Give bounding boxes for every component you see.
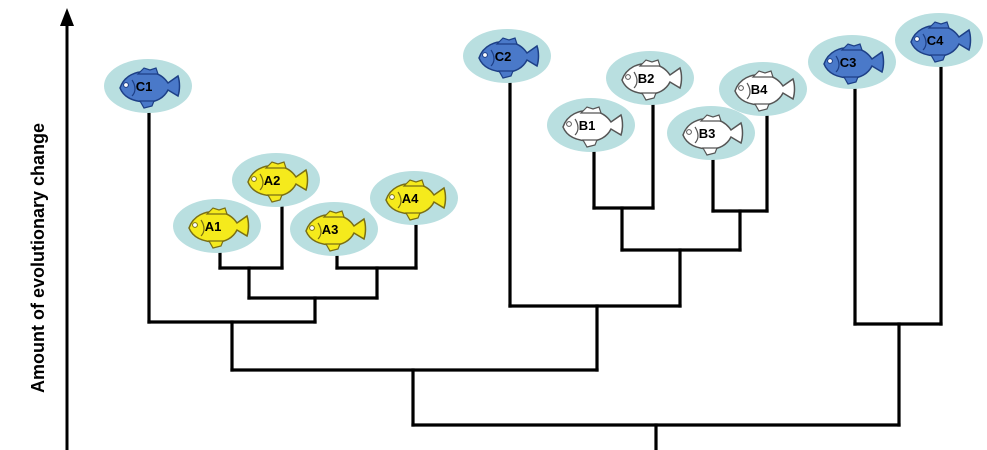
fish-icon (119, 67, 181, 109)
tree-branches (147, 62, 943, 450)
taxon-label: B1 (579, 118, 596, 133)
fish-icon (305, 210, 367, 252)
taxon-label: A1 (205, 219, 222, 234)
taxon-a2: A2 (232, 153, 320, 207)
taxon-label: C2 (495, 49, 512, 64)
taxon-label: B4 (751, 82, 768, 97)
fish-icon (621, 59, 683, 101)
y-axis: Amount of evolutionary change (28, 8, 74, 450)
fish-icon (682, 114, 744, 156)
fish-icon (823, 43, 885, 85)
fish-icon (478, 37, 540, 79)
taxon-label: C3 (840, 55, 857, 70)
fish-icon (385, 179, 447, 221)
taxon-label: A2 (264, 173, 281, 188)
taxon-a1: A1 (173, 199, 261, 253)
taxon-label: A4 (402, 191, 419, 206)
taxon-label: A3 (322, 222, 339, 237)
taxon-c2: C2 (463, 29, 551, 83)
taxon-c3: C3 (808, 35, 896, 89)
fish-icon (247, 161, 309, 203)
taxon-a3: A3 (290, 202, 378, 256)
taxon-label: C1 (136, 79, 153, 94)
taxon-b2: B2 (606, 51, 694, 105)
taxon-a4: A4 (370, 171, 458, 225)
fish-icon (562, 106, 624, 148)
taxon-label: C4 (927, 33, 944, 48)
taxon-label: B2 (638, 71, 655, 86)
y-axis-label: Amount of evolutionary change (28, 123, 48, 393)
taxon-label: B3 (699, 126, 716, 141)
taxon-c1: C1 (104, 59, 192, 113)
fish-icon (734, 70, 796, 112)
taxon-c4: C4 (895, 13, 983, 67)
taxon-b1: B1 (547, 98, 635, 152)
fish-icon (188, 207, 250, 249)
fish-icon (910, 21, 972, 63)
taxon-b3: B3 (667, 106, 755, 160)
y-axis-arrowhead (60, 8, 74, 26)
taxon-b4: B4 (719, 62, 807, 116)
